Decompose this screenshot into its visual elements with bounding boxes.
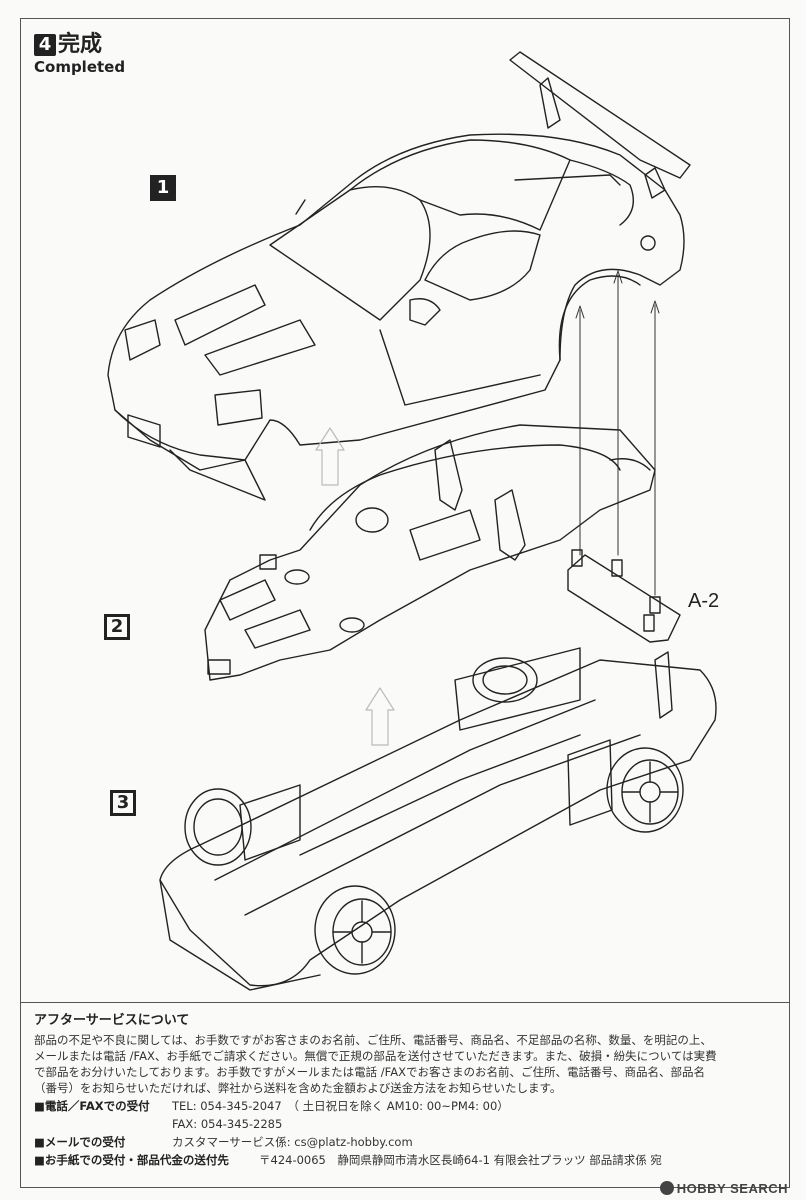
- rear-arch: [609, 458, 651, 471]
- part-label-1: 1: [150, 175, 176, 201]
- roof: [349, 139, 571, 231]
- step-number-badge: 4: [34, 34, 56, 56]
- post-row: ■お手紙での受付・部品代金の送付先 〒424-0065 静岡県静岡市清水区長崎6…: [34, 1152, 776, 1168]
- tire: [472, 657, 538, 703]
- tub-vent: [244, 609, 311, 649]
- mail-row: ■メールでの受付 カスタマーサービス係: cs@platz-hobby.com: [34, 1134, 776, 1150]
- guide-arrows: [315, 427, 395, 746]
- frame-line: [244, 734, 641, 916]
- strut: [654, 651, 673, 719]
- headlight: [214, 389, 263, 426]
- seat: [494, 489, 526, 561]
- frame-line: [299, 734, 581, 856]
- step-header: 4 完成 Completed: [34, 34, 125, 76]
- fax-value: FAX: 054-345-2285: [172, 1117, 283, 1131]
- wheel-hub: [639, 781, 661, 803]
- headlight: [124, 319, 161, 361]
- phone-row: ■電話／FAXでの受付 TEL: 054-345-2047 （ 土日祝日を除く …: [34, 1098, 776, 1114]
- up-arrow: [365, 687, 395, 746]
- after-service-body-line: で部品をお分けいたしております。お手数ですがメールまたは電話 /FAXでお客さま…: [34, 1065, 705, 1079]
- rear-wiper: [514, 174, 621, 186]
- tab: [207, 659, 231, 675]
- after-service-title: アフターサービスについて: [34, 1013, 190, 1028]
- license-plate: [127, 414, 161, 448]
- tire-inner: [193, 798, 243, 856]
- page-border: [20, 18, 790, 1188]
- after-service-section: アフターサービスについて 部品の不足や不良に関しては、お手数ですがお客さまのお名…: [20, 1002, 790, 1188]
- wheel-spokes: [621, 761, 679, 823]
- side-mirror: [409, 298, 441, 326]
- part-a2-plate: [567, 554, 681, 643]
- part-reference-a2: A-2: [688, 590, 720, 612]
- center-console: [409, 509, 481, 561]
- car-body-illustration: [107, 51, 691, 501]
- frame-line: [214, 699, 596, 881]
- interior-tub-illustration: [204, 424, 656, 681]
- front-bumper: [114, 409, 266, 501]
- rear-bulkhead: [454, 647, 581, 731]
- part-a2-peg: [643, 614, 655, 632]
- part-a2-peg: [571, 549, 583, 567]
- watermark: HOBBY SEARCH: [659, 1181, 788, 1196]
- arrowhead: [613, 270, 623, 284]
- tire: [314, 885, 396, 975]
- part-label-3: 3: [110, 790, 136, 816]
- up-arrow: [315, 427, 345, 486]
- tub-vent: [219, 579, 276, 621]
- antenna: [295, 199, 306, 215]
- part-a2-peg: [611, 559, 623, 577]
- arrowhead: [575, 305, 585, 319]
- chassis-floor: [159, 659, 717, 987]
- part-label-2: 2: [104, 614, 130, 640]
- chassis-illustration: [159, 647, 717, 991]
- windshield: [269, 185, 431, 321]
- mail-value[interactable]: カスタマーサービス係: cs@platz-hobby.com: [172, 1135, 413, 1149]
- step-title-en: Completed: [34, 58, 126, 76]
- phone-value: TEL: 054-345-2047 （ 土日祝日を除く AM10: 00~PM4…: [172, 1099, 509, 1113]
- mail-label: ■メールでの受付: [34, 1135, 126, 1149]
- tab-hole: [284, 569, 310, 585]
- watermark-text: HOBBY SEARCH: [676, 1181, 788, 1196]
- tab: [259, 554, 277, 570]
- fax-row: FAX: 054-345-2285: [34, 1116, 776, 1132]
- tire: [184, 788, 252, 866]
- after-service-body-line: 部品の不足や不良に関しては、お手数ですがお客さまのお名前、ご住所、電話番号、商品…: [34, 1033, 712, 1047]
- side-window: [424, 230, 541, 301]
- placement-arrows: [575, 270, 660, 596]
- assembly-diagram: [107, 51, 717, 991]
- door-line: [379, 329, 541, 406]
- hood-vent: [204, 319, 316, 376]
- part-a2-peg: [649, 596, 661, 614]
- step-title-jp: 完成: [58, 32, 103, 57]
- after-service-body-line: （番号）をお知らせいただければ、弊社から送料を含めた金額および送金方法をお知らせ…: [34, 1081, 562, 1095]
- front-splitter: [159, 879, 321, 991]
- hood-vent: [174, 284, 266, 346]
- post-label: ■お手紙での受付・部品代金の送付先: [34, 1153, 229, 1167]
- tire-inner: [482, 665, 528, 695]
- after-service-body: 部品の不足や不良に関しては、お手数ですがお客さまのお名前、ご住所、電話番号、商品…: [34, 1032, 776, 1096]
- tire: [606, 747, 684, 833]
- part-a2-illustration: [567, 549, 681, 643]
- steering-wheel: [355, 507, 389, 533]
- wheel-spokes: [332, 900, 392, 964]
- seat: [434, 439, 463, 511]
- arrowhead: [650, 300, 660, 314]
- wing-stay: [539, 77, 561, 129]
- post-value: 〒424-0065 静岡県静岡市清水区長崎64-1 有限会社プラッツ 部品請求係…: [259, 1153, 662, 1167]
- front-bulkhead: [239, 784, 301, 861]
- wheel-arch: [558, 275, 641, 361]
- rear-wing: [509, 51, 691, 179]
- body-outline: [107, 133, 685, 471]
- hobbysearch-logo-icon: [659, 1181, 674, 1195]
- tub-edge: [309, 444, 621, 531]
- phone-label: ■電話／FAXでの受付: [34, 1099, 150, 1113]
- tab-hole: [339, 617, 365, 633]
- after-service-body-line: メールまたは電話 /FAX、お手紙でご請求ください。無償で正規の部品を送付させて…: [34, 1049, 717, 1063]
- rear-hatch: [569, 159, 634, 226]
- step-title: 4 完成: [34, 34, 125, 56]
- fuel-cap: [640, 235, 656, 251]
